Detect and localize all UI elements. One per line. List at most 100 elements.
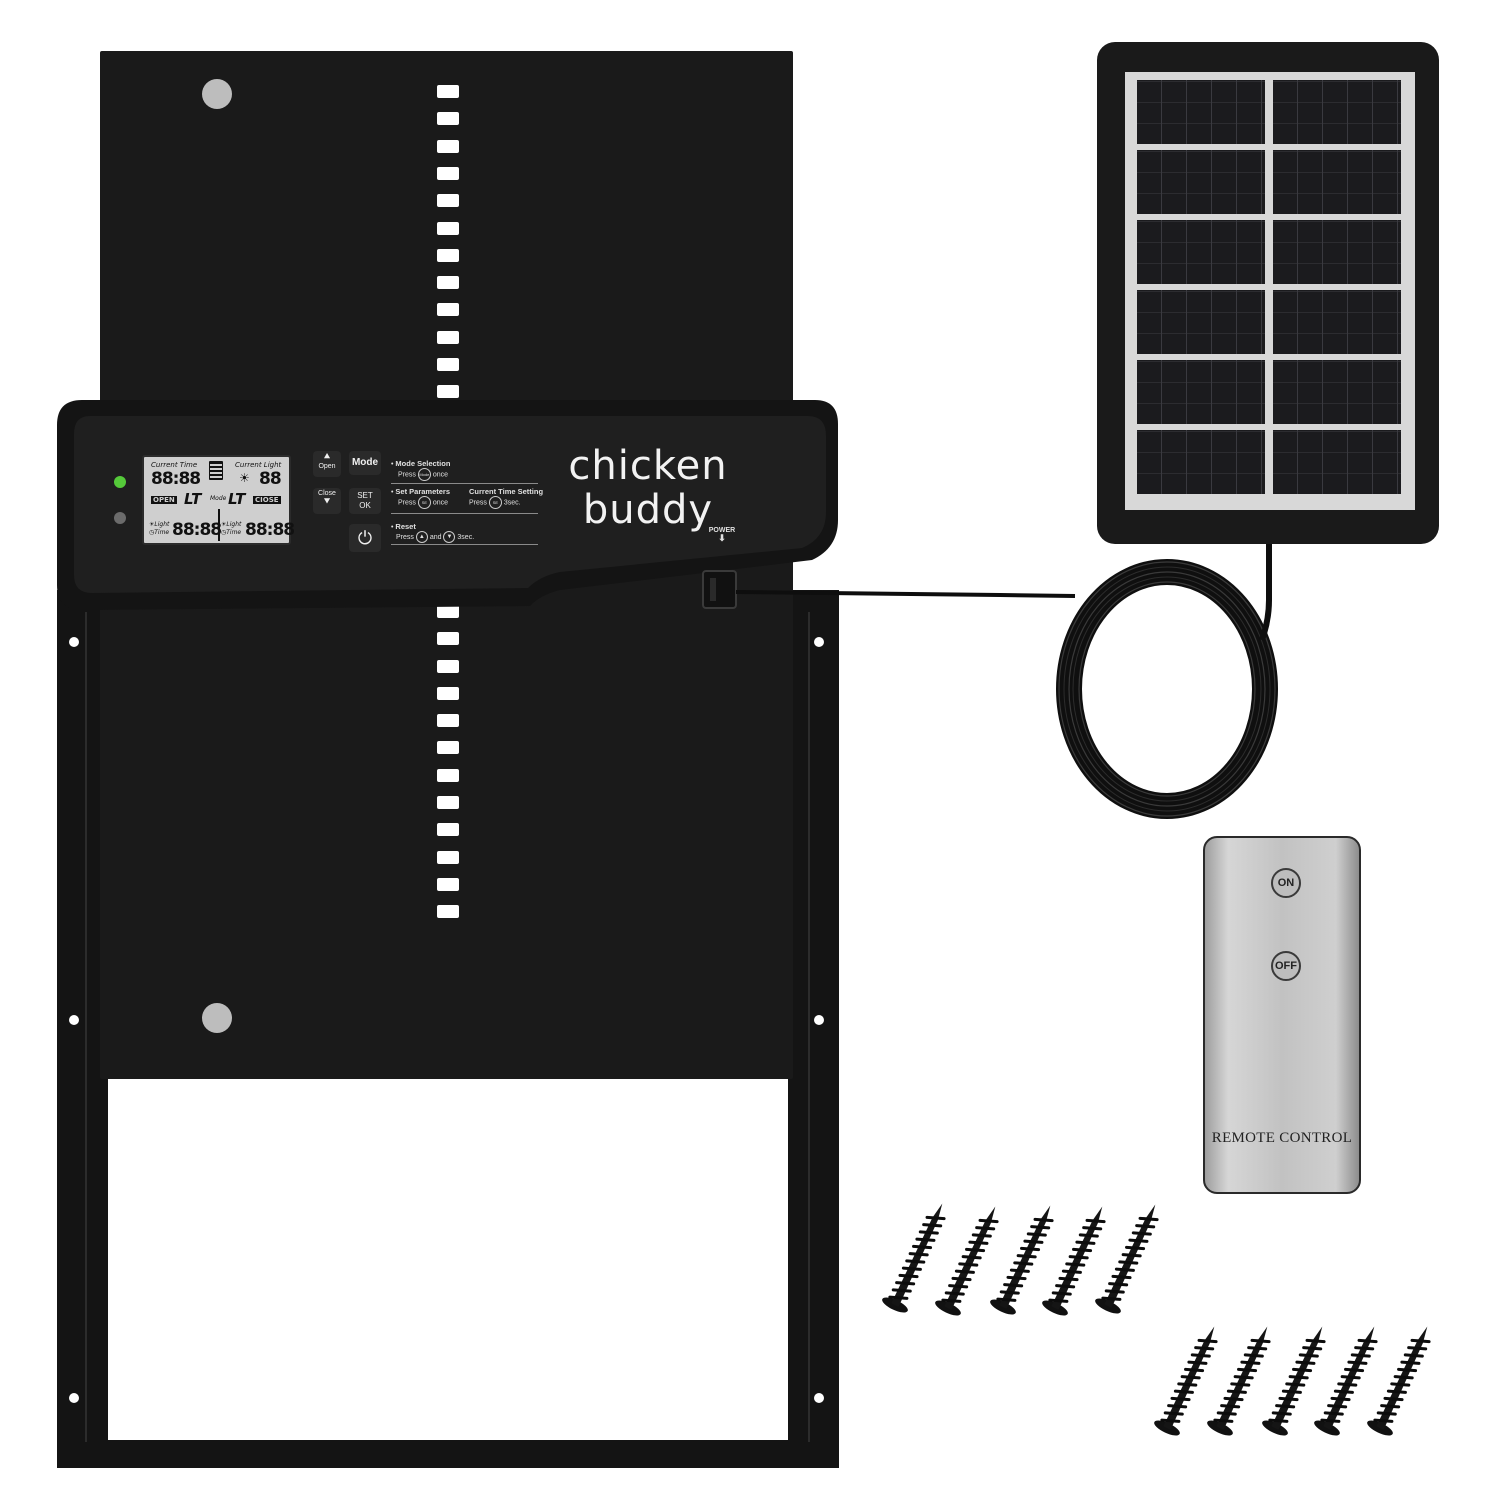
status-led-green xyxy=(114,476,126,488)
door-slot xyxy=(437,905,459,918)
lcd-open-time-label: ◷Time xyxy=(149,529,170,536)
door-slot xyxy=(437,823,459,836)
door-slot xyxy=(437,276,459,289)
door-slot xyxy=(437,194,459,207)
instruction-set: • Set Parameters Press SE once xyxy=(391,487,450,509)
lcd-light-digits: 88 xyxy=(259,469,282,489)
ok-label: OK xyxy=(359,501,371,510)
instr-set-title: Set Parameters xyxy=(395,487,451,496)
door-slot xyxy=(437,249,459,262)
mode-button[interactable]: Mode xyxy=(349,451,381,475)
door-slot xyxy=(437,741,459,754)
lcd-close-light-text: Light xyxy=(226,521,242,528)
lcd-close-time-text: Time xyxy=(226,529,242,536)
set-ok-button[interactable]: SET OK xyxy=(349,488,381,514)
screw xyxy=(1095,1204,1159,1314)
instr-reset-press: Press xyxy=(396,533,414,541)
lcd-close-digits: 88:88 xyxy=(245,520,295,540)
lcd-mode-label: Mode xyxy=(210,495,227,502)
screw xyxy=(935,1206,999,1316)
solar-cell xyxy=(1273,290,1401,354)
remote-label: REMOTE CONTROL xyxy=(1211,1130,1353,1146)
power-button[interactable]: ⏻ xyxy=(349,524,381,552)
screw xyxy=(1207,1326,1271,1436)
lcd-display: Current Time Current Light 88:88 ☀ 88 OP… xyxy=(142,455,295,545)
solar-cell xyxy=(1137,220,1265,284)
screw xyxy=(1154,1326,1218,1436)
door-slot xyxy=(437,714,459,727)
mounting-hole xyxy=(69,1015,79,1025)
set-circle-icon: SE xyxy=(417,496,431,509)
remote-control: ON OFF REMOTE CONTROL xyxy=(1203,836,1361,1194)
frame-rail-left xyxy=(85,612,87,1442)
instr-set-once: once xyxy=(432,499,448,507)
instruction-mode: • Mode Selection Press Mode once xyxy=(391,459,450,481)
door-bolt xyxy=(202,79,232,109)
lcd-open-light-label: ☀Light xyxy=(149,521,170,528)
lcd-close-tag: CIOSE xyxy=(253,496,281,504)
mounting-hole xyxy=(814,1015,824,1025)
mounting-hole xyxy=(69,1393,79,1403)
door-slot xyxy=(437,385,459,398)
solar-cell xyxy=(1137,150,1265,214)
down-circle-icon: ▼ xyxy=(443,531,456,543)
set-circle-text: SE xyxy=(421,500,428,505)
door-slot xyxy=(437,660,459,673)
door-slot xyxy=(437,851,459,864)
instr-reset-and: and xyxy=(429,533,442,541)
power-arrow-icon: ⬇ xyxy=(718,533,726,543)
lcd-time-digits: 88:88 xyxy=(151,469,201,489)
frame-rail-right xyxy=(808,612,810,1442)
set-label: SET xyxy=(357,491,373,500)
close-button[interactable]: Close ⯆ xyxy=(313,488,341,514)
status-led-off xyxy=(114,512,126,524)
screw xyxy=(1367,1326,1431,1436)
instruction-reset: • Reset Press ▲ and ▼ 3sec. xyxy=(391,522,474,543)
panel-cable xyxy=(1259,544,1272,641)
door-slot xyxy=(437,112,459,125)
mounting-hole xyxy=(69,637,79,647)
solar-cell xyxy=(1273,80,1401,144)
lcd-close-light-label: ☀Light xyxy=(221,521,242,528)
instr-time-sec: 3sec. xyxy=(503,499,521,507)
divider xyxy=(391,513,538,514)
power-icon: ⏻ xyxy=(357,528,373,548)
sun-icon: ☀ xyxy=(239,471,250,485)
divider xyxy=(391,544,538,545)
solar-cell xyxy=(1273,430,1401,494)
brand-logo: chicken buddy xyxy=(548,444,748,532)
power-plug-tip xyxy=(710,578,716,601)
divider xyxy=(391,483,538,484)
up-arrow-icon: ⯅ xyxy=(322,451,332,463)
lcd-open-time-text: Time xyxy=(154,529,170,536)
cable-line xyxy=(735,590,1076,598)
instr-time-title: Current Time Setting xyxy=(469,487,544,496)
instr-reset-sec: 3sec. xyxy=(457,533,475,541)
lcd-divider xyxy=(218,509,220,541)
screw xyxy=(1314,1326,1378,1436)
lcd-open-tag: OPEN xyxy=(151,496,177,504)
mode-circle-icon: Mode xyxy=(417,468,431,481)
solar-cell xyxy=(1137,430,1265,494)
battery-icon xyxy=(209,461,223,480)
time-circle-text: SE xyxy=(492,500,499,505)
mounting-hole xyxy=(814,637,824,647)
door-slot xyxy=(437,796,459,809)
up-circle-icon: ▲ xyxy=(415,531,428,543)
solar-cell xyxy=(1137,290,1265,354)
power-label: POWER xyxy=(708,527,736,534)
door-slot xyxy=(437,358,459,371)
door-slot xyxy=(437,331,459,344)
lcd-mode-right: LT xyxy=(228,490,246,508)
door-slot xyxy=(437,167,459,180)
door-slot xyxy=(437,878,459,891)
time-circle-icon: SE xyxy=(488,496,502,509)
power-port-label: POWER ⬇ xyxy=(700,527,744,543)
solar-cell xyxy=(1273,360,1401,424)
open-button-label: Open xyxy=(318,463,336,470)
remote-on-button[interactable]: ON xyxy=(1271,868,1301,898)
solar-cell xyxy=(1137,80,1265,144)
remote-off-button[interactable]: OFF xyxy=(1271,951,1301,981)
open-button[interactable]: ⯅ Open xyxy=(313,451,341,477)
